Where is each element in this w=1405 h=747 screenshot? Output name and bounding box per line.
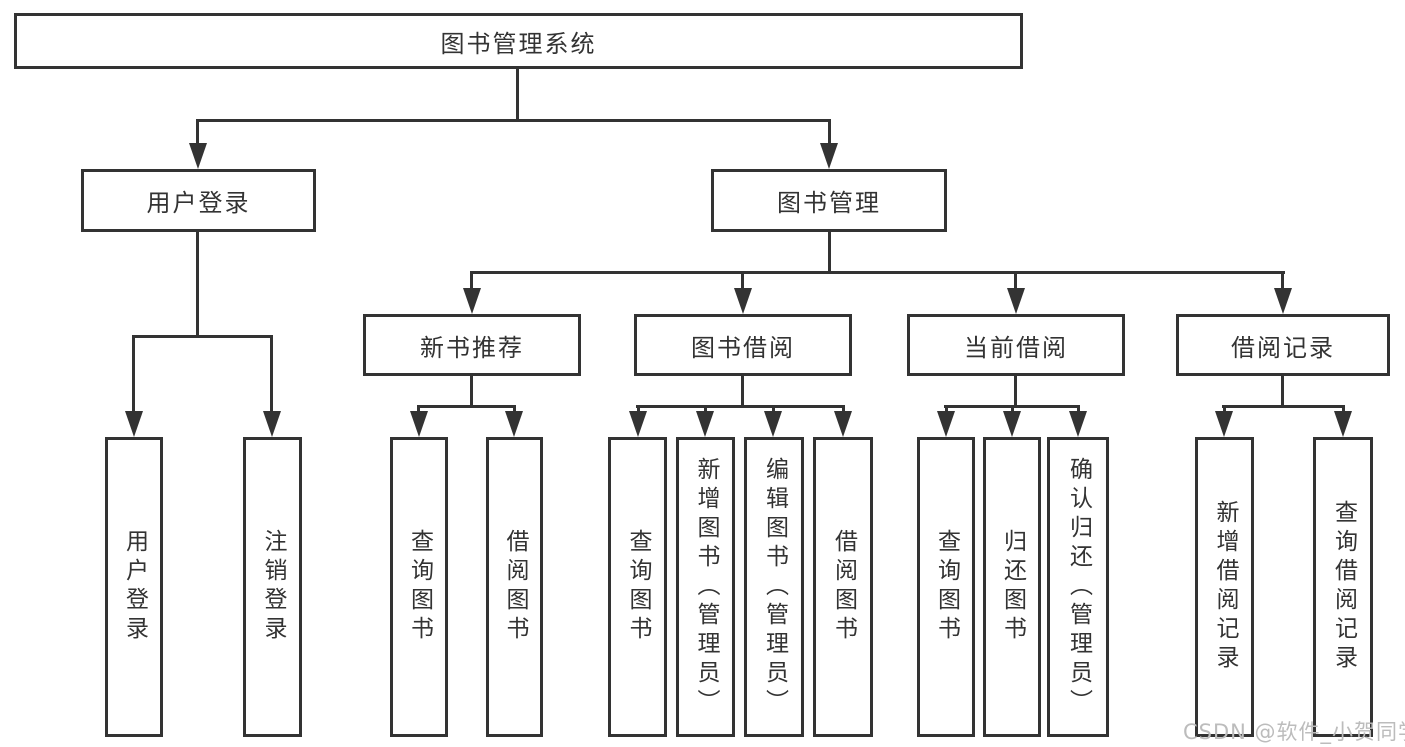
connector-arrowhead-down-icon: [189, 143, 207, 169]
connector-line: [471, 271, 1285, 274]
leaf-borrow-books: 借阅图书: [813, 437, 873, 737]
leaf-user-login: 用户登录: [105, 437, 163, 737]
connector-line: [828, 119, 831, 146]
leaf-query-borrow-record-label: 查询借阅记录: [1330, 500, 1357, 674]
leaf-current-query-books: 查询图书: [917, 437, 975, 737]
leaf-logout-label: 注销登录: [260, 529, 286, 645]
connector-line: [637, 405, 640, 413]
connector-line: [1011, 405, 1014, 413]
connector-arrowhead-down-icon: [834, 411, 852, 437]
connector-line: [196, 119, 199, 146]
connector-line: [197, 119, 831, 122]
connector-arrowhead-down-icon: [820, 143, 838, 169]
connector-line: [470, 376, 473, 405]
connector-arrowhead-down-icon: [463, 288, 481, 314]
leaf-edit-books-admin-label: 编辑图书（管理员）: [761, 456, 788, 718]
node-book-borrow-label: 图书借阅: [691, 333, 795, 362]
connector-arrowhead-down-icon: [1215, 411, 1233, 437]
leaf-user-login-label: 用户登录: [121, 529, 148, 645]
connector-line: [133, 335, 273, 338]
connector-arrowhead-down-icon: [263, 411, 281, 437]
connector-arrowhead-down-icon: [505, 411, 523, 437]
leaf-return-books-label: 归还图书: [999, 529, 1026, 645]
leaf-confirm-return-admin-label: 确认归还（管理员）: [1065, 456, 1092, 718]
leaf-add-borrow-record-label: 新增借阅记录: [1212, 500, 1238, 674]
leaf-query-borrow-record: 查询借阅记录: [1313, 437, 1373, 737]
connector-line: [1223, 405, 1226, 413]
leaf-borrow-books-label: 借阅图书: [830, 529, 857, 645]
connector-arrowhead-down-icon: [1334, 411, 1352, 437]
leaf-recommend-query-books-label: 查询图书: [406, 529, 433, 645]
node-current-borrow-label: 当前借阅: [964, 333, 1068, 362]
leaf-current-query-books-label: 查询图书: [933, 529, 960, 645]
node-new-book-recommend-label: 新书推荐: [420, 333, 524, 362]
connector-arrowhead-down-icon: [1274, 288, 1292, 314]
connector-line: [417, 405, 420, 413]
leaf-recommend-query-books: 查询图书: [390, 437, 448, 737]
connector-line: [513, 405, 516, 413]
connector-line: [516, 69, 519, 119]
connector-arrowhead-down-icon: [734, 288, 752, 314]
connector-line: [741, 376, 744, 405]
connector-arrowhead-down-icon: [937, 411, 955, 437]
node-root-library-system: 图书管理系统: [14, 13, 1023, 69]
connector-line: [772, 405, 775, 413]
leaf-return-books: 归还图书: [983, 437, 1041, 737]
connector-line: [741, 271, 744, 291]
connector-line: [1222, 405, 1345, 408]
node-user-login: 用户登录: [81, 169, 316, 232]
connector-line: [945, 405, 948, 413]
node-book-management: 图书管理: [711, 169, 947, 232]
node-current-borrow: 当前借阅: [907, 314, 1125, 376]
connector-line: [828, 232, 831, 271]
connector-line: [470, 271, 473, 291]
connector-arrowhead-down-icon: [410, 411, 428, 437]
connector-line: [1342, 405, 1345, 413]
connector-arrowhead-down-icon: [1003, 411, 1021, 437]
connector-arrowhead-down-icon: [629, 411, 647, 437]
connector-line: [132, 335, 135, 413]
connector-line: [636, 405, 845, 408]
connector-line: [1077, 405, 1080, 413]
leaf-recommend-borrow-books: 借阅图书: [486, 437, 543, 737]
leaf-borrow-query-books: 查询图书: [608, 437, 667, 737]
leaf-add-books-admin-label: 新增图书（管理员）: [693, 456, 719, 718]
leaf-recommend-borrow-books-label: 借阅图书: [502, 529, 528, 645]
leaf-confirm-return-admin: 确认归还（管理员）: [1047, 437, 1109, 737]
connector-line: [842, 405, 845, 413]
node-book-management-label: 图书管理: [777, 189, 881, 217]
node-borrow-records: 借阅记录: [1176, 314, 1390, 376]
connector-arrowhead-down-icon: [1007, 288, 1025, 314]
connector-line: [196, 232, 199, 335]
connector-arrowhead-down-icon: [1069, 411, 1087, 437]
connector-arrowhead-down-icon: [696, 411, 714, 437]
leaf-borrow-query-books-label: 查询图书: [625, 529, 651, 645]
leaf-edit-books-admin: 编辑图书（管理员）: [744, 437, 804, 737]
connector-line: [1014, 376, 1017, 405]
connector-line: [704, 405, 707, 413]
connector-line: [270, 335, 273, 413]
csdn-watermark: CSDN @软件_小贺同学: [1183, 720, 1405, 744]
connector-arrowhead-down-icon: [764, 411, 782, 437]
node-new-book-recommend: 新书推荐: [363, 314, 581, 376]
connector-line: [1014, 271, 1017, 291]
leaf-logout: 注销登录: [243, 437, 302, 737]
leaf-add-books-admin: 新增图书（管理员）: [676, 437, 735, 737]
connector-line: [1281, 271, 1284, 291]
leaf-add-borrow-record: 新增借阅记录: [1195, 437, 1254, 737]
connector-arrowhead-down-icon: [125, 411, 143, 437]
node-book-borrow: 图书借阅: [634, 314, 852, 376]
node-borrow-records-label: 借阅记录: [1231, 333, 1335, 362]
node-root-label: 图书管理系统: [440, 29, 597, 58]
node-user-login-label: 用户登录: [146, 189, 251, 217]
connector-line: [1281, 376, 1284, 405]
connector-line: [417, 405, 516, 408]
